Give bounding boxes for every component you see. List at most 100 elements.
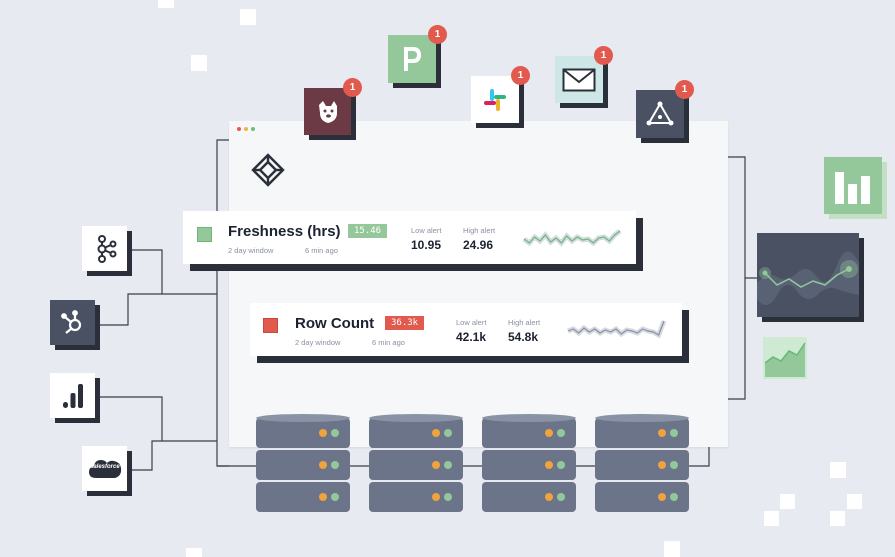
status-light: [658, 429, 666, 437]
database-disk: [369, 418, 463, 448]
sparkline-band: [567, 320, 667, 339]
notification-badge: 1: [594, 46, 613, 65]
status-light: [670, 429, 678, 437]
decor-square: [240, 9, 256, 25]
maximize-dot[interactable]: [251, 127, 255, 131]
database-disk: [482, 418, 576, 448]
status-light: [557, 429, 565, 437]
hubspot-sprocket-icon: [60, 309, 81, 334]
low-alert-label: Low alert: [411, 226, 442, 235]
database-disk: [256, 450, 350, 480]
status-swatch: [263, 318, 278, 333]
decor-square: [664, 541, 680, 557]
bar-chart-icon: [62, 383, 83, 408]
email-tile[interactable]: [555, 56, 603, 103]
salesforce-label: salesforce: [90, 464, 120, 470]
low-alert-value: 42.1k: [456, 330, 487, 344]
sparkline-chart: [567, 320, 667, 339]
monte-carlo-logo-icon: [251, 153, 285, 187]
database-icon[interactable]: [595, 414, 691, 516]
notification-badge: 1: [343, 78, 362, 97]
pagerduty-tile[interactable]: [388, 35, 436, 83]
kafka-tile[interactable]: [82, 226, 127, 271]
status-swatch: [197, 227, 212, 242]
status-light: [670, 461, 678, 469]
status-light: [432, 461, 440, 469]
monitoring-panel: [229, 121, 728, 447]
time-text: 6 min ago: [372, 338, 405, 347]
freshness-card[interactable]: Freshness (hrs) 15.46 2 day window 6 min…: [183, 211, 636, 264]
metric-badge: 36.3k: [385, 316, 425, 330]
database-disk: [256, 482, 350, 512]
status-light: [545, 493, 553, 501]
status-light: [557, 493, 565, 501]
status-light: [319, 493, 327, 501]
database-disk: [256, 418, 350, 448]
status-light: [658, 461, 666, 469]
time-text: 6 min ago: [305, 246, 338, 255]
status-light: [319, 461, 327, 469]
metric-badge: 15.46: [348, 224, 388, 238]
database-top: [595, 414, 689, 422]
envelope-icon: [562, 68, 596, 91]
area-chart-tile[interactable]: [763, 337, 807, 379]
line-chart-tile[interactable]: [757, 233, 859, 317]
database-icon[interactable]: [482, 414, 578, 516]
datadog-tile[interactable]: [304, 88, 351, 135]
status-light: [557, 461, 565, 469]
status-light: [319, 429, 327, 437]
status-light: [444, 461, 452, 469]
status-light: [432, 493, 440, 501]
status-light: [670, 493, 678, 501]
status-light: [444, 493, 452, 501]
low-alert-label: Low alert: [456, 318, 487, 327]
status-light: [432, 429, 440, 437]
status-light: [331, 461, 339, 469]
minimize-dot[interactable]: [244, 127, 248, 131]
metric-title: Freshness (hrs): [228, 223, 341, 240]
close-dot[interactable]: [237, 127, 241, 131]
window-text: 2 day window: [295, 338, 341, 347]
pagerduty-p-icon: [404, 47, 421, 71]
database-icon[interactable]: [369, 414, 465, 516]
database-disk: [369, 450, 463, 480]
high-alert-label: High alert: [508, 318, 541, 327]
google-analytics-tile[interactable]: [50, 373, 95, 418]
database-disk: [595, 418, 689, 448]
bar-chart-tile[interactable]: [824, 157, 882, 214]
high-alert-value: 24.96: [463, 238, 494, 252]
decor-square: [158, 0, 174, 8]
slack-tile[interactable]: [471, 76, 519, 123]
database-icon[interactable]: [256, 414, 352, 516]
salesforce-cloud-icon: [88, 459, 121, 478]
window-controls: [237, 127, 255, 131]
bar-chart-icon: [835, 171, 870, 204]
notification-badge: 1: [511, 66, 530, 85]
status-light: [545, 461, 553, 469]
slack-hash-icon: [484, 88, 506, 111]
opsgenie-tile[interactable]: [636, 90, 684, 138]
high-alert-label: High alert: [463, 226, 496, 235]
datadog-dog-icon: [318, 100, 337, 123]
database-disk: [595, 482, 689, 512]
database-top: [369, 414, 463, 422]
decor-square: [830, 511, 845, 526]
status-light: [331, 429, 339, 437]
row-count-card[interactable]: Row Count 36.3k 2 day window 6 min ago L…: [250, 303, 682, 356]
kafka-nodes-icon: [97, 234, 116, 263]
salesforce-tile[interactable]: salesforce: [82, 446, 127, 491]
line-chart-icon: [757, 251, 859, 306]
status-light: [331, 493, 339, 501]
database-top: [256, 414, 350, 422]
sparkline-line: [567, 320, 665, 336]
decor-square: [847, 494, 862, 509]
hubspot-tile[interactable]: [50, 300, 95, 345]
status-light: [545, 429, 553, 437]
notification-badge: 1: [428, 25, 447, 44]
sparkline-line: [523, 230, 621, 244]
high-alert-value: 54.8k: [508, 330, 539, 344]
metric-title: Row Count: [295, 315, 375, 332]
decor-square: [186, 548, 202, 557]
decor-square: [780, 494, 795, 509]
window-text: 2 day window: [228, 246, 274, 255]
